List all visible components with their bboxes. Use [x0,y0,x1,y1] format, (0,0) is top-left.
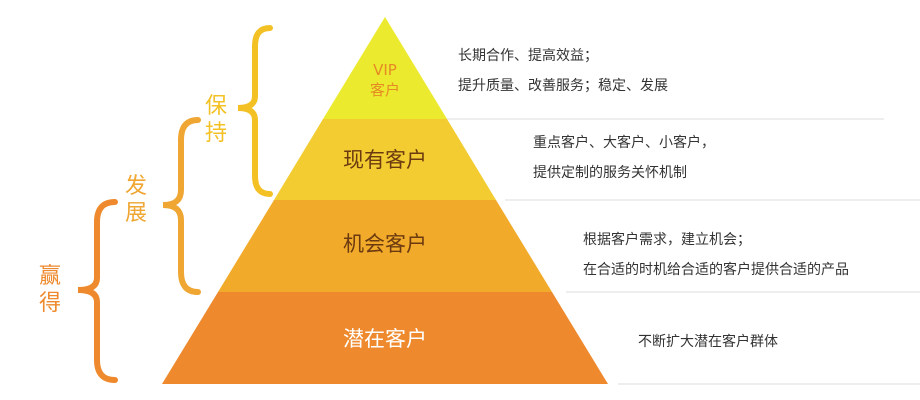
tier-vip-desc-line2: 提升质量、改善服务；稳定、发展 [458,78,668,94]
brace-win-char2: 得 [38,291,61,316]
brace-keep-char2: 持 [204,121,227,146]
tier-opportunity-label: 机会客户 [343,232,427,256]
tier-potential-label: 潜在客户 [343,327,427,351]
brace-develop-char1: 发 [124,174,147,199]
tier-vip-desc: 长期合作、提高效益； 提升质量、改善服务；稳定、发展 [458,41,668,101]
tier-existing-label: 现有客户 [343,148,427,172]
brace-keep [237,25,273,197]
tier-existing-desc-line1: 重点客户、大客户、小客户， [533,135,715,151]
tier-existing-desc-line2: 提供定制的服务关怀机制 [533,165,687,181]
tier-opportunity-desc-line1: 根据客户需求，建立机会； [583,232,751,248]
tier-potential-desc-line1: 不断扩大潜在客户群体 [638,334,778,350]
brace-develop-char2: 展 [124,201,147,226]
tier-vip-label-line2: 客户 [369,81,400,99]
brace-keep-label: 保 持 [203,93,229,147]
tier-opportunity-desc-line2: 在合适的时机给合适的客户提供合适的产品 [583,262,849,278]
brace-win [77,199,118,383]
brace-win-char1: 赢 [38,264,61,289]
tier-potential-shape [162,292,608,384]
tier-existing-shape [274,119,496,200]
tier-vip-shape [323,17,447,119]
tier-vip-label-line1: VIP [373,61,397,79]
tier-opportunity-desc: 根据客户需求，建立机会； 在合适的时机给合适的客户提供合适的产品 [583,225,849,285]
tier-vip-desc-line1: 长期合作、提高效益； [458,48,598,64]
brace-win-label: 赢 得 [37,263,63,317]
brace-develop [162,117,201,295]
tier-existing-desc: 重点客户、大客户、小客户， 提供定制的服务关怀机制 [533,128,715,188]
brace-keep-char1: 保 [204,94,227,119]
brace-develop-label: 发 展 [123,173,149,227]
tier-opportunity-shape [218,200,552,292]
tier-potential-desc: 不断扩大潜在客户群体 [638,327,778,357]
tier-vip-label: VIP 客户 [355,60,415,100]
